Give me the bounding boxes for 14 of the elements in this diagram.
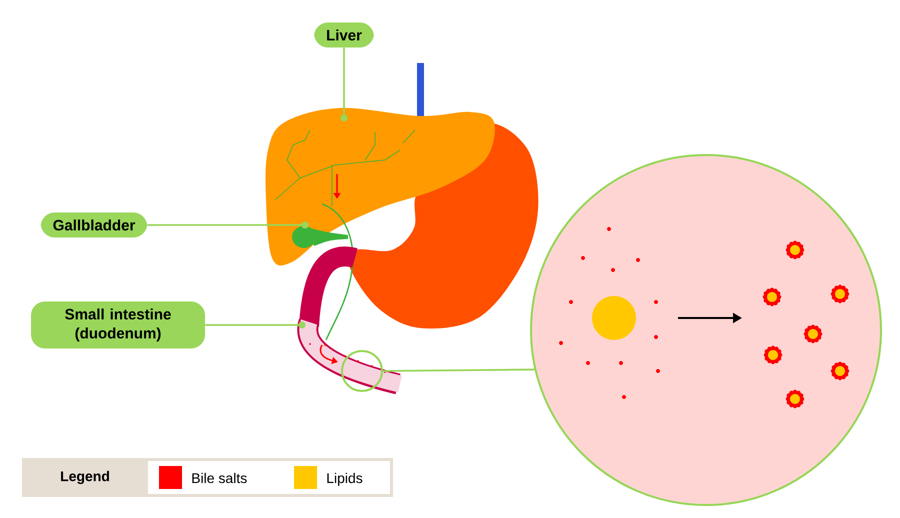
label-box: Gallbladder [40, 212, 148, 238]
legend-text: Bile salts [192, 472, 247, 484]
leader-line [205, 322, 306, 328]
leader-line [340, 48, 348, 122]
zoom-circle [530, 154, 882, 506]
label-box: Small intestine (duodenum) [31, 302, 205, 348]
intestine-drawing [297, 246, 402, 394]
gallbladder-drawing [292, 226, 348, 248]
magnifier-circle [341, 350, 383, 392]
leader-line [147, 222, 308, 228]
leader-line [383, 368, 535, 372]
label-box: Liver [314, 22, 374, 48]
liver-drawing [266, 63, 495, 340]
legend-text: Lipids [327, 472, 362, 486]
